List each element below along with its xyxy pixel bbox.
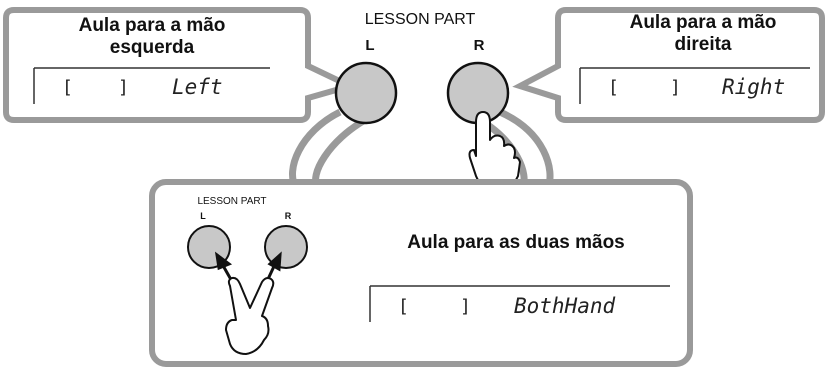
bottom-callout: LESSON PART L R Aula para as duas mãos […: [149, 179, 693, 367]
lesson-part-panel: LESSON PART L R: [334, 11, 510, 125]
two-finger-hand-icon: [225, 276, 275, 355]
lesson-part-r-label: R: [474, 37, 485, 54]
right-lcd-bracket-open: [: [608, 77, 619, 98]
left-lcd-text: Left: [172, 75, 223, 99]
mini-r-label: R: [285, 211, 292, 221]
left-callout-title-line2: esquerda: [110, 37, 195, 58]
right-lcd-display: [ ] Right: [579, 67, 810, 104]
mini-lesson-part-header: LESSON PART: [197, 196, 266, 207]
mini-l-label: L: [200, 211, 206, 221]
lesson-part-l-button[interactable]: [334, 61, 398, 125]
bottom-lcd-bracket-close: ]: [460, 296, 471, 317]
left-callout: Aula para a mão esquerda [ ] Left: [3, 7, 359, 123]
right-callout: Aula para a mão direita [ ] Right: [512, 7, 825, 123]
left-lcd-display: [ ] Left: [33, 67, 270, 104]
right-lcd-bracket-close: ]: [670, 77, 681, 98]
bottom-callout-title: Aula para as duas mãos: [407, 232, 625, 253]
lesson-part-header: LESSON PART: [365, 11, 476, 28]
bottom-lcd-text: BothHand: [514, 294, 616, 318]
pointing-hand-icon: [468, 111, 521, 189]
left-lcd-bracket-open: [: [62, 77, 73, 98]
left-callout-title-line1: Aula para a mão: [79, 15, 226, 36]
left-lcd-bracket-close: ]: [118, 77, 129, 98]
bottom-lcd-bracket-open: [: [398, 296, 409, 317]
right-lcd-text: Right: [722, 75, 785, 99]
right-callout-title-line1: Aula para a mão: [630, 12, 777, 33]
right-callout-title-line2: direita: [674, 34, 731, 55]
lesson-part-l-label: L: [365, 37, 374, 54]
bottom-lcd-display: [ ] BothHand: [369, 285, 670, 322]
